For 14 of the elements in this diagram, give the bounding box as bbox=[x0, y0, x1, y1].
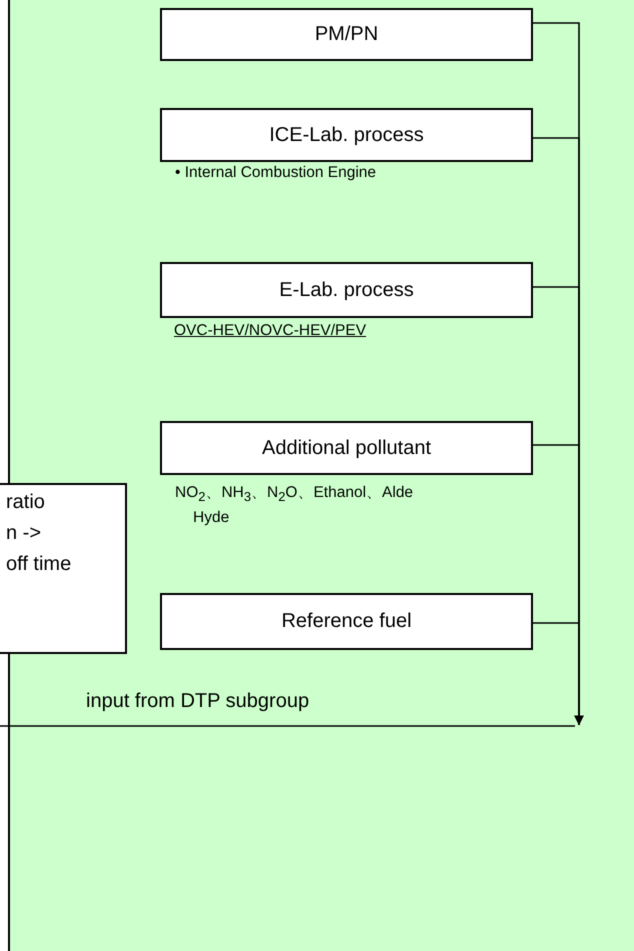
line-label: input from DTP subgroup bbox=[86, 690, 310, 713]
note-text: n -> bbox=[6, 522, 42, 545]
note-text: NO$_{2}$、NH$_{3}$、N$_{2}$O、Ethanol、Alde Hyde bbox=[175, 483, 414, 528]
arrow bbox=[533, 622, 584, 725]
process-box: Reference fuel bbox=[160, 593, 533, 650]
note-text: ratio bbox=[6, 491, 45, 514]
note-text: off time bbox=[6, 553, 72, 576]
note-text: • Internal Combustion Engine bbox=[175, 164, 378, 182]
process-box: E-Lab. process bbox=[160, 262, 533, 318]
note-box bbox=[0, 483, 127, 654]
process-box: ICE-Lab. process bbox=[160, 108, 533, 162]
process-box: PM/PN bbox=[160, 8, 533, 61]
note-text: OVC-HEV/NOVC-HEV/PEV bbox=[174, 322, 368, 340]
process-box: Additional pollutant bbox=[160, 421, 533, 475]
